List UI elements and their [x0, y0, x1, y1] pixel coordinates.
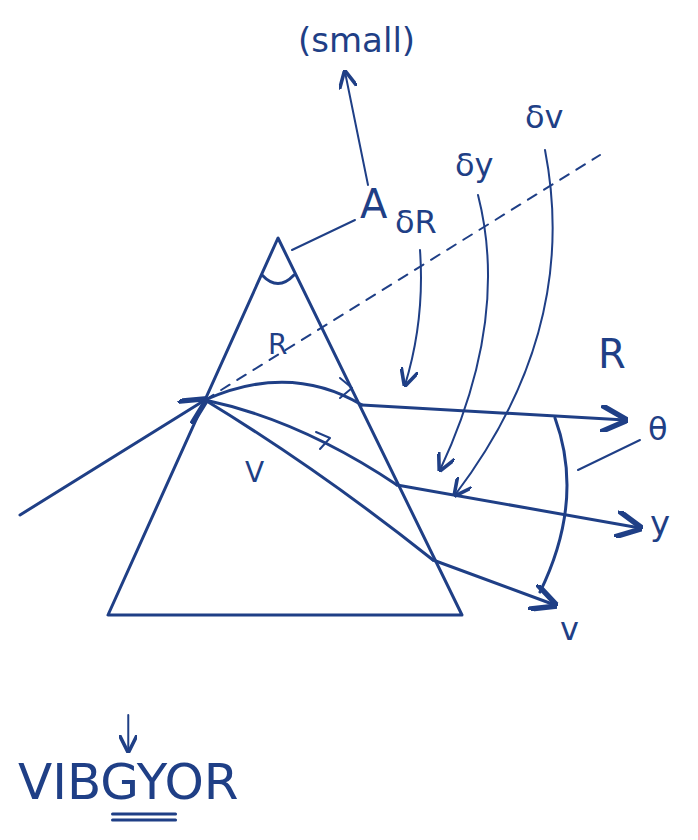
underline — [113, 819, 176, 822]
underline — [113, 813, 176, 816]
deltav-leader — [455, 150, 553, 495]
ray-label: R — [598, 332, 626, 376]
angle-label: θ — [648, 412, 668, 447]
incident-extension — [205, 155, 600, 400]
deviation-label: δv — [525, 100, 564, 135]
red-ray-inside — [205, 382, 362, 405]
violet-ray-inside — [205, 400, 433, 560]
ray-arrow — [340, 378, 352, 398]
spectrum-order: VIBGYOR — [18, 755, 239, 810]
incident-ray — [20, 400, 205, 515]
apex-leader — [292, 220, 355, 250]
angle-label: A — [360, 182, 387, 226]
violet-ray-out — [433, 560, 555, 605]
pointer-arrow — [127, 715, 129, 751]
theta-leader — [578, 440, 640, 470]
deltaR-leader — [405, 250, 421, 385]
yellow-ray-inside — [205, 400, 397, 485]
ray-label: R — [268, 330, 287, 361]
deviation-label: δy — [455, 148, 494, 183]
deviation-label: δR — [395, 205, 437, 240]
red-ray-out — [362, 405, 625, 420]
dispersion-arc — [540, 418, 567, 592]
yellow-ray-out — [397, 485, 640, 528]
apex-angle-arc — [262, 275, 294, 284]
deltay-leader — [440, 195, 488, 470]
ray-label: y — [650, 505, 670, 542]
ray-label: V — [245, 458, 264, 489]
ray-label: v — [560, 612, 579, 647]
note-text: (small) — [298, 22, 415, 59]
small-arrow — [345, 72, 368, 185]
ray-arrow — [316, 432, 330, 449]
